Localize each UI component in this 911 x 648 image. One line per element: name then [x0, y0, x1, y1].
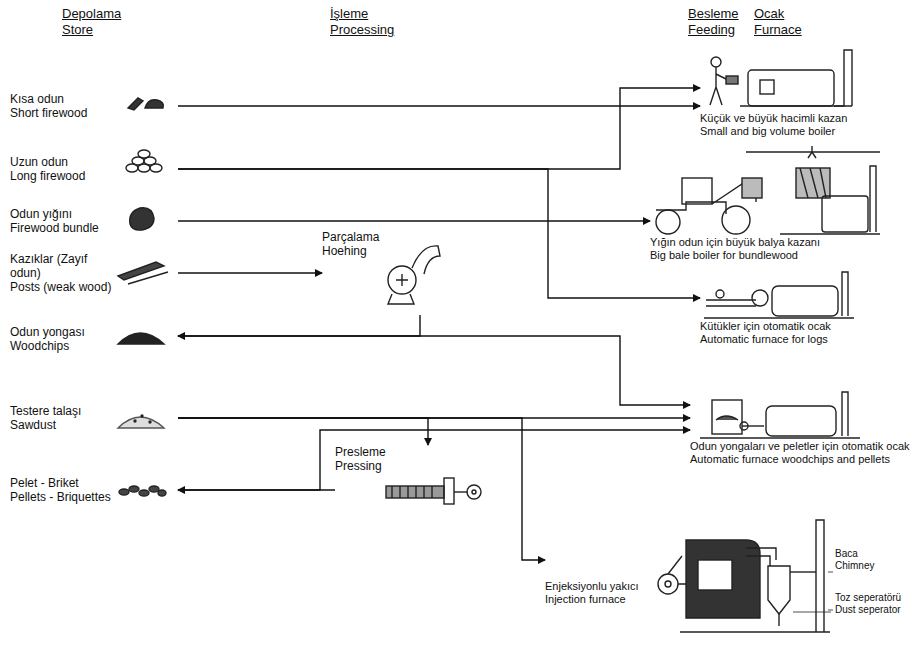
turkish-label: Kütükler için otomatik ocak [700, 320, 890, 333]
flow-connector [178, 88, 700, 169]
sawdust-icon [118, 415, 164, 428]
english-label: Pellets - Briquettes [10, 490, 178, 504]
flow-connector [178, 315, 420, 336]
turkish-label: Kazıklar (Zayıf odun) [10, 252, 92, 280]
press-illustration [386, 478, 481, 504]
part-label: Toz seperatörü [835, 592, 901, 603]
turkish-label: Küçük ve büyük hacimli kazan [700, 112, 890, 125]
pellets-icon [119, 486, 166, 496]
chopper-illustration [388, 246, 440, 304]
furnace-unit: Küçük ve büyük hacimli kazanSmall and bi… [700, 55, 890, 138]
english-label: Big bale boiler for bundlewood [650, 249, 890, 262]
flow-connector [178, 430, 690, 490]
turkish-label: Presleme [335, 445, 485, 459]
store-item: Pelet - BriketPellets - Briquettes [10, 476, 178, 504]
column-heading: Ocak [754, 6, 784, 21]
turkish-label: Uzun odun [10, 155, 178, 169]
process-step: PreslemePressing [335, 445, 485, 510]
english-label: Small and big volume boiler [700, 125, 890, 138]
part-label: Dust seperator [835, 604, 901, 615]
posts-icon [118, 262, 168, 284]
column-heading: Depolama [62, 6, 121, 21]
furnace-unit: Odun yongaları ve peletler için otomatik… [690, 395, 890, 466]
boiler-illustration [710, 50, 852, 106]
bale-boiler-illustration [656, 146, 880, 234]
log-furnace-illustration [704, 272, 854, 318]
flow-connector [178, 169, 700, 298]
column-heading: Processing [330, 22, 394, 37]
english-label: Injection furnace [545, 593, 775, 606]
turkish-label: Odun yongaları ve peletler için otomatik… [690, 440, 890, 453]
turkish-label: Kısa odun [10, 92, 178, 106]
part-label: Baca [835, 548, 858, 559]
store-item: Odun yığınıFirewood bundle [10, 207, 178, 235]
column-heading: Store [62, 22, 93, 37]
furnace-unit: Enjeksiyonlu yakıcıInjection furnace [545, 520, 775, 640]
turkish-label: Odun yongası [10, 325, 178, 339]
turkish-label: Odun yığını [10, 207, 178, 221]
flow-connector [178, 418, 428, 445]
short-firewood-icon [128, 98, 163, 110]
woodchips-icon [118, 333, 164, 344]
english-label: Short firewood [10, 106, 178, 120]
english-label: Posts (weak wood) [10, 280, 178, 294]
english-label: Woodchips [10, 339, 178, 353]
column-heading: Besleme [688, 6, 739, 21]
english-label: Automatic furnace woodchips and pellets [690, 453, 890, 466]
flow-connector [178, 336, 690, 405]
column-heading: İşleme [330, 6, 368, 21]
store-item: Uzun odunLong firewood [10, 155, 178, 183]
flow-connector [178, 272, 322, 273]
english-label: Hoehing [322, 244, 447, 258]
turkish-label: Pelet - Briket [10, 476, 178, 490]
part-label: Chimney [835, 560, 874, 571]
furnace-unit: Yığın odun için büyük balya kazanıBig ba… [650, 148, 890, 262]
store-item: Testere talaşıSawdust [10, 404, 178, 432]
english-label: Long firewood [10, 169, 178, 183]
injection-furnace-illustration [658, 520, 833, 632]
store-item: Kazıklar (Zayıf odun)Posts (weak wood) [10, 252, 178, 294]
flow-connector [178, 105, 700, 106]
english-label: Sawdust [10, 418, 178, 432]
turkish-label: Yığın odun için büyük balya kazanı [650, 236, 890, 249]
column-heading: Feeding [688, 22, 735, 37]
column-heading: Furnace [754, 22, 802, 37]
store-item: Kısa odunShort firewood [10, 92, 178, 120]
turkish-label: Parçalama [322, 230, 447, 244]
flow-connector [178, 418, 545, 560]
firewood-bundle-icon [130, 208, 154, 230]
furnace-unit: Kütükler için otomatik ocakAutomatic fur… [700, 280, 890, 346]
turkish-label: Enjeksiyonlu yakıcı [545, 580, 775, 593]
turkish-label: Testere talaşı [10, 404, 178, 418]
process-step: ParçalamaHoehing [322, 230, 447, 315]
long-firewood-icon [126, 150, 162, 172]
english-label: Firewood bundle [10, 221, 178, 235]
store-item: Odun yongasıWoodchips [10, 325, 178, 353]
chips-furnace-illustration [700, 392, 860, 438]
english-label: Automatic furnace for logs [700, 333, 890, 346]
flow-connector [178, 220, 650, 221]
english-label: Pressing [335, 459, 485, 473]
